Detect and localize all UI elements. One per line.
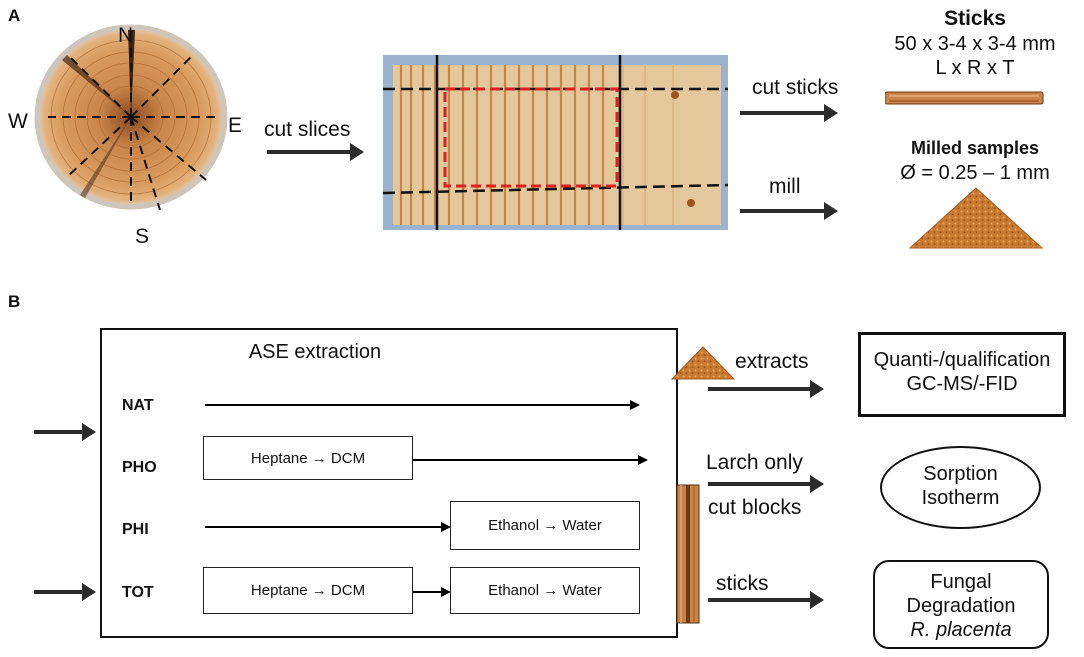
- input-arrow-bottom: [34, 583, 96, 601]
- extracts-arrow: [708, 380, 824, 398]
- milled-title: Milled samples: [910, 138, 1040, 158]
- wood-board-image: [383, 55, 728, 230]
- block-stick-image: [676, 484, 700, 624]
- tot-ethanol-water-box: Ethanol → Water: [450, 567, 640, 614]
- quantification-line1: Quanti-/qualification: [873, 349, 1051, 371]
- mill-arrow: [740, 202, 838, 220]
- mill-label: mill: [769, 175, 801, 198]
- wood-disc-image: [34, 24, 228, 211]
- fungal-line3: R. placenta: [910, 619, 1012, 641]
- phi-arrow: [205, 522, 451, 531]
- sticks-arrow: [708, 591, 824, 609]
- sticks-label: sticks: [716, 572, 769, 595]
- pho-heptane-dcm-box: Heptane → DCM: [203, 436, 413, 480]
- cut-slices-arrow: [267, 143, 364, 161]
- sorption-ellipse: [880, 446, 1041, 529]
- compass-south: S: [135, 225, 150, 248]
- ase-extraction-title: ASE extraction: [248, 341, 382, 363]
- compass-north: N: [118, 24, 134, 47]
- compass-east: E: [228, 114, 243, 137]
- nat-arrow: [205, 400, 640, 409]
- tot-heptane-dcm-box: Heptane → DCM: [203, 567, 413, 614]
- quantification-line2: GC-MS/-FID: [906, 373, 1018, 395]
- row-label-tot: TOT: [122, 584, 154, 601]
- quantification-box: [858, 332, 1066, 417]
- pho-arrow: [413, 455, 648, 464]
- ase-extraction-box: [100, 328, 678, 638]
- cut-sticks-arrow: [740, 104, 838, 122]
- tot-arrow: [413, 587, 451, 596]
- sorption-line1: Sorption: [923, 463, 998, 485]
- larch-only-label: Larch only: [706, 451, 803, 474]
- sticks-axes: L x R x T: [935, 57, 1015, 79]
- phi-ethanol-water-box: Ethanol → Water: [450, 501, 640, 550]
- fungal-line2: Degradation: [906, 595, 1016, 617]
- row-label-pho: PHO: [122, 459, 157, 476]
- cut-sticks-label: cut sticks: [752, 76, 839, 99]
- panel-a-label: A: [8, 6, 21, 25]
- cut-blocks-label: cut blocks: [708, 496, 802, 519]
- larch-only-arrow: [708, 475, 824, 493]
- row-label-phi: PHI: [122, 521, 149, 538]
- sorption-line2: Isotherm: [921, 487, 1000, 509]
- extracts-triangle: [670, 346, 736, 380]
- fungal-line1: Fungal: [930, 571, 992, 593]
- input-arrow-top: [34, 423, 96, 441]
- sticks-dimensions: 50 x 3-4 x 3-4 mm: [894, 33, 1056, 55]
- extracts-label: extracts: [735, 350, 809, 373]
- fungal-degradation-box: [873, 560, 1049, 649]
- panel-b-label: B: [8, 292, 21, 311]
- compass-west: W: [8, 110, 28, 133]
- cut-slices-label: cut slices: [264, 118, 351, 141]
- row-label-nat: NAT: [122, 397, 154, 414]
- stick-image: [885, 91, 1044, 105]
- milled-size: Ø = 0.25 – 1 mm: [900, 162, 1050, 184]
- sticks-title: Sticks: [944, 7, 1006, 30]
- milled-sample-triangle: [908, 187, 1044, 249]
